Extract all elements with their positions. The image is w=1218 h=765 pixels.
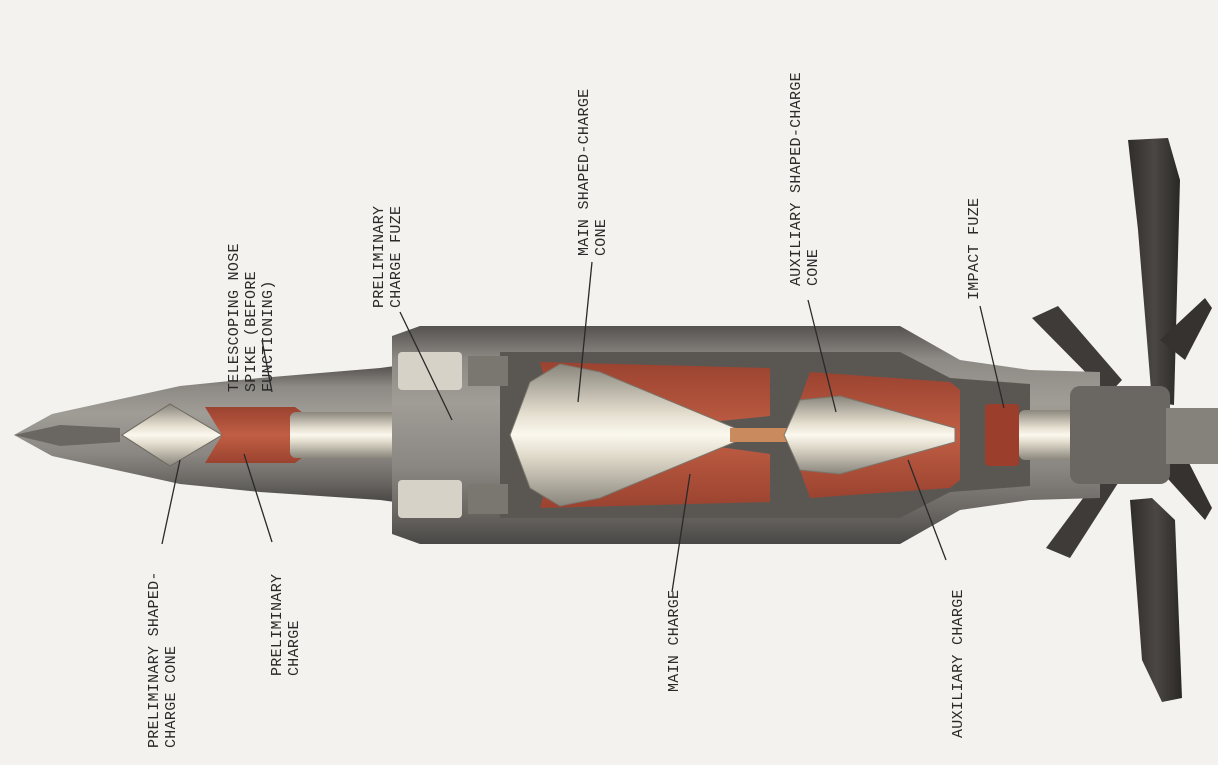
fin-right-lower [1160, 455, 1212, 520]
label-preliminary-shaped-charge-cone: PRELIMINARY SHAPED- CHARGE CONE [146, 562, 180, 748]
tail-fins [1032, 138, 1212, 702]
leader-auxiliary-charge [907, 459, 947, 561]
nose-section [14, 366, 468, 502]
label-main-charge: MAIN CHARGE [666, 590, 683, 692]
label-telescoping-nose-spike: TELESCOPING NOSE SPIKE (BEFORE FUNCTIONI… [226, 234, 277, 392]
main-body [392, 326, 1218, 544]
fin-lower [1130, 498, 1182, 702]
leader-lines [161, 261, 1005, 593]
fin-upper [1128, 138, 1180, 405]
leader-impact-fuze [979, 305, 1005, 409]
auxiliary-shaped-charge-cone [783, 395, 956, 475]
label-preliminary-charge: PRELIMINARY CHARGE [269, 564, 303, 676]
label-auxiliary-charge: AUXILIARY CHARGE [950, 589, 967, 738]
leader-main-shaped-charge-cone [577, 261, 593, 403]
preliminary-charge [205, 407, 310, 463]
labels: TELESCOPING NOSE SPIKE (BEFORE FUNCTIONI… [146, 63, 983, 748]
label-auxiliary-shaped-charge-cone: AUXILIARY SHAPED-CHARGE CONE [788, 63, 822, 286]
leader-auxiliary-shaped-charge-cone [807, 299, 837, 413]
leader-telescoping-nose-spike [261, 339, 273, 393]
fin-right-upper [1160, 298, 1212, 360]
leader-preliminary-shaped-charge-cone [161, 459, 181, 545]
nose-spike [14, 425, 120, 446]
fin-angled-lower [1046, 470, 1120, 558]
impact-fuze [985, 404, 1019, 466]
leader-main-charge [671, 473, 691, 593]
leader-preliminary-charge [243, 453, 273, 543]
label-preliminary-charge-fuze: PRELIMINARY CHARGE FUZE [371, 196, 405, 308]
leader-preliminary-charge-fuze [399, 311, 453, 421]
label-main-shaped-charge-cone: MAIN SHAPED-CHARGE CONE [576, 79, 610, 256]
label-impact-fuze: IMPACT FUZE [966, 198, 983, 300]
